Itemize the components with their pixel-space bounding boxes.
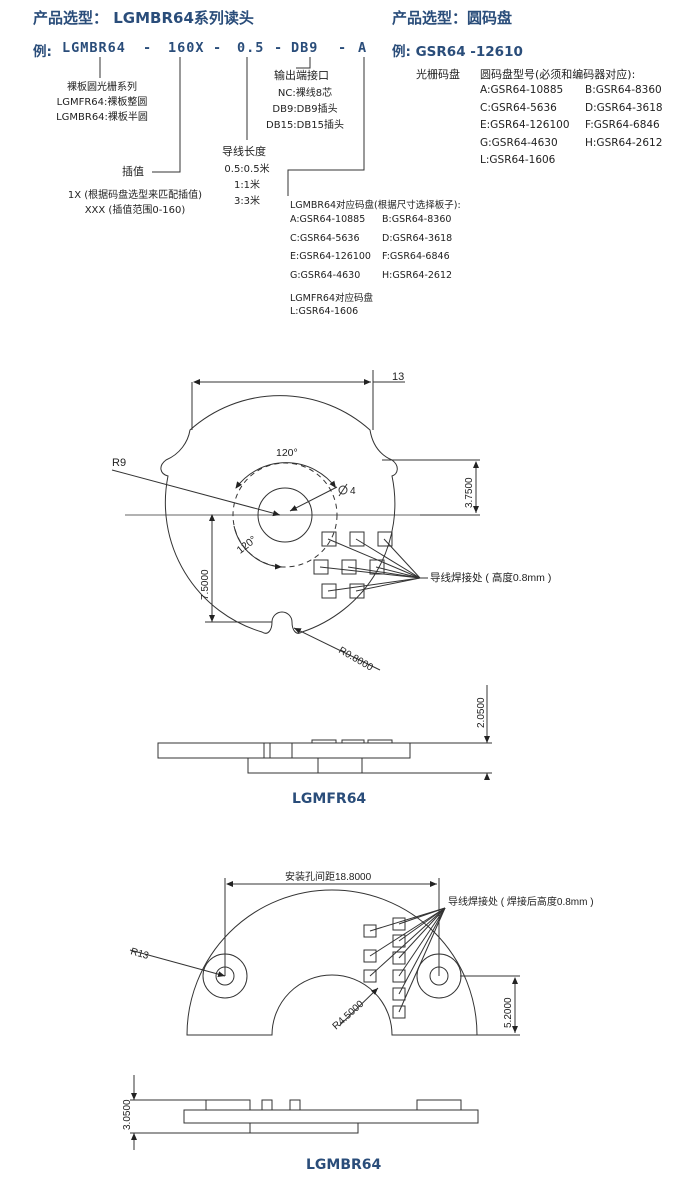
lgmfr64-dim-right: 3.7500 [464, 477, 475, 508]
disc-right-label: 光栅码盘 [416, 68, 460, 81]
disc-left-title: LGMBR64对应码盘(根据尺寸选择板子): [290, 200, 461, 211]
disc-right-g: G:GSR64-4630 [480, 136, 558, 149]
lgmfr64-phi-symbol [338, 485, 348, 495]
interp-line-1: 1X (根据码盘选型来匹配插值) [67, 190, 203, 201]
output-block: NC:裸线8芯 DB9:DB9插头 DB15:DB15插头 [255, 86, 355, 134]
interp-title: 插值 [122, 165, 144, 178]
disc-left-a: A:GSR64-10885 [290, 214, 366, 225]
disc-right-title: 圆码盘型号(必须和编码器对应): [480, 68, 636, 81]
lgmbr64-side-view [130, 1075, 479, 1150]
series-block: 裸板圆光栅系列 LGMFR64:裸板整圆 LGMBR64:裸板半圆 [52, 80, 152, 125]
example-part-model: LGMBR64 [62, 40, 126, 56]
disc-left-e: E:GSR64-126100 [290, 251, 371, 262]
lgmfr64-angle-top: 120° [276, 447, 298, 459]
disc-left-d: D:GSR64-3618 [382, 232, 453, 244]
lgmfr64-dim-left: 7.5000 [200, 569, 211, 600]
left-title: 产品选型： LGMBR64系列读头 [33, 9, 254, 27]
lgmfr64-radius-bottom: R0.8000 [337, 645, 376, 674]
example-dash-2: - [213, 40, 223, 56]
disc-right-list: A:GSR64-10885 B:GSR64-8360 C:GSR64-5636 … [480, 82, 675, 170]
disc-left-fr-item: L:GSR64-1606 [290, 306, 359, 317]
disc-right-c: C:GSR64-5636 [480, 101, 557, 114]
right-title: 产品选型：圆码盘 [392, 9, 513, 27]
example-dash-1: - [143, 40, 153, 56]
output-item-db9: DB9:DB9插头 [272, 104, 338, 115]
example-part-interp: 160X [168, 40, 205, 56]
lgmfr64-drawing: 13 120° 120° R9 4 3.7500 7.5000 R0.8000 … [111, 370, 551, 780]
example-dash-3: - [274, 40, 284, 56]
disc-right-d: D:GSR64-3618 [585, 101, 663, 114]
disc-left-c: C:GSR64-5636 [290, 232, 360, 244]
disc-left-list: A:GSR64-10885 B:GSR64-8360 C:GSR64-5636 … [290, 211, 472, 285]
example-part-cable: 0.5 [237, 40, 265, 56]
disc-right-a: A:GSR64-10885 [480, 84, 564, 96]
output-title: 输出端接口 [274, 69, 329, 82]
disc-left-g: G:GSR64-4630 [290, 269, 361, 281]
cable-block: 0.5:0.5米 1:1米 3:3米 [212, 162, 282, 210]
disc-left-fr-title: LGMFR64对应码盘 [290, 293, 374, 304]
disc-right-b: B:GSR64-8360 [585, 84, 662, 96]
lgmbr64-caption: LGMBR64 [306, 1157, 382, 1173]
series-item-fr: LGMFR64:裸板整圆 [56, 97, 148, 108]
lgmfr64-dim-top: 13 [392, 371, 404, 383]
lgmfr64-angle-bottom: 120° [235, 534, 260, 557]
cable-item-3: 3:3米 [233, 196, 261, 207]
lgmfr64-hole-dim: 4 [350, 486, 356, 497]
lgmfr64-solder-note: 导线焊接处 ( 高度0.8mm ) [430, 571, 551, 584]
lgmbr64-board-outline [186, 889, 478, 1036]
lgmbr64-radius-outer: R13 [129, 946, 150, 962]
lgmfr64-phi-slash [338, 483, 348, 497]
lgmbr64-solder-note: 导线焊接处 ( 焊接后高度0.8mm ) [448, 895, 594, 908]
disc-right-l: L:GSR64-1606 [480, 154, 556, 166]
lgmbr64-side-height: 3.0500 [122, 1099, 133, 1130]
disc-left-b: B:GSR64-8360 [382, 214, 452, 225]
lgmbr64-radius-inner: R4.5000 [331, 998, 367, 1032]
disc-right-f: F:GSR64-6846 [585, 119, 660, 131]
output-item-nc: NC:裸线8芯 [277, 88, 333, 99]
output-item-db15: DB15:DB15插头 [266, 120, 344, 131]
lgmbr64-dim-right: 5.2000 [503, 997, 514, 1028]
lgmfr64-side-height: 2.0500 [476, 697, 487, 728]
series-item-br: LGMBR64:裸板半圆 [56, 112, 148, 123]
lgmbr64-drawing: 安装孔间距18.8000 导线焊接处 ( 焊接后高度0.8mm ) R13 R4… [122, 870, 594, 1150]
example-part-output: DB9 [291, 40, 319, 56]
example-prefix: 例: [33, 44, 52, 60]
example-dash-4: - [338, 40, 348, 56]
cable-title: 导线长度 [222, 145, 266, 158]
example-part-disc: A [358, 40, 368, 56]
interp-block: 1X (根据码盘选型来匹配插值) XXX (插值范围0-160) [60, 188, 210, 218]
cable-item-05: 0.5:0.5米 [224, 164, 270, 175]
right-example: 例: GSR64 -12610 [392, 44, 523, 60]
disc-right-h: H:GSR64-2612 [585, 136, 663, 149]
lgmfr64-side-view [157, 685, 492, 780]
disc-left-h: H:GSR64-2612 [382, 269, 453, 281]
interp-line-2: XXX (插值范围0-160) [84, 205, 186, 216]
lgmbr64-mount-spacing: 安装孔间距18.8000 [285, 870, 372, 883]
series-title: 裸板圆光栅系列 [67, 82, 137, 93]
lgmfr64-radius: R9 [112, 457, 126, 469]
disc-left-f: F:GSR64-6846 [382, 251, 450, 262]
cable-item-1: 1:1米 [233, 180, 261, 191]
disc-right-e: E:GSR64-126100 [480, 119, 570, 131]
selection-connector-lines [99, 57, 365, 196]
lgmfr64-caption: LGMFR64 [292, 791, 367, 807]
